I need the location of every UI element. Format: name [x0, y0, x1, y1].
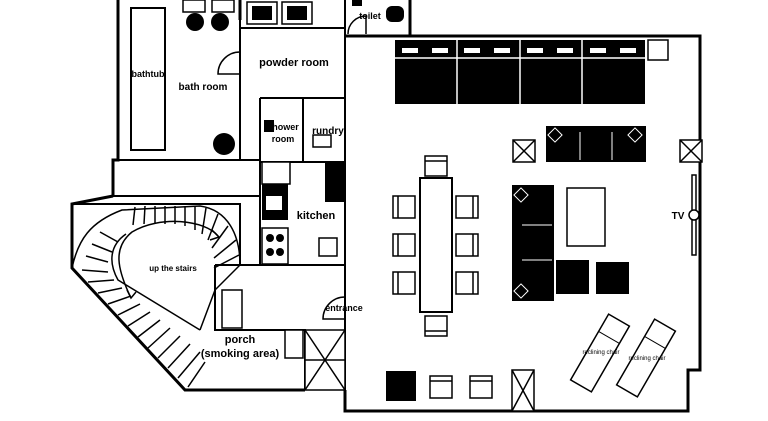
label-entrance: entrance	[325, 303, 363, 313]
door-swing-icon	[217, 51, 241, 75]
toilet-tank	[352, 0, 362, 6]
reclining-chair	[569, 313, 631, 393]
crate-icon	[511, 369, 535, 412]
label-porch: porch	[225, 334, 256, 346]
label-reclining-chair-2: reclining chair	[628, 356, 665, 362]
porch	[284, 296, 346, 391]
toilet-room	[347, 0, 404, 35]
bathtub	[130, 7, 166, 151]
dining-table	[419, 177, 453, 313]
door-swing-icon	[322, 296, 346, 320]
coffee-table	[566, 187, 606, 247]
tv	[688, 174, 700, 256]
ottoman	[596, 262, 629, 294]
stove	[261, 227, 289, 265]
crate-icon	[284, 329, 304, 359]
label-kitchen: kitchen	[297, 210, 336, 222]
dining-chairs	[392, 155, 493, 399]
bath-room	[130, 0, 241, 155]
sofa-icon	[546, 126, 646, 162]
label-shower-room-2: room	[272, 134, 295, 144]
storage-cabinets	[395, 40, 645, 104]
stairs	[71, 205, 241, 388]
label-powder-room: powder room	[259, 57, 329, 69]
label-shower-room-1: shower	[267, 122, 299, 132]
kitchen	[261, 161, 345, 265]
shower-laundry	[264, 120, 332, 148]
door-swing-icon	[347, 15, 367, 35]
crate-icon	[304, 329, 346, 391]
label-bathtub: bathtub	[132, 69, 165, 79]
stair-treads	[81, 205, 240, 388]
label-smoking-area: (smoking area)	[201, 348, 280, 360]
room-labels: bathtub bath room toilet powder room sho…	[132, 11, 685, 362]
sofa-icon	[512, 185, 554, 301]
stool-icon	[186, 13, 204, 31]
stool-icon	[213, 133, 235, 155]
label-tv: TV	[672, 211, 685, 222]
sink-icon	[252, 6, 272, 20]
crate-icon	[679, 139, 703, 163]
label-reclining-chair-1: reclining chair	[582, 350, 619, 356]
label-laundry: rundry	[312, 126, 344, 137]
toilet-bowl	[386, 6, 404, 22]
sink-icon	[287, 6, 307, 20]
label-toilet: toilet	[359, 11, 381, 21]
reclining-chair	[615, 318, 677, 398]
label-up-the-stairs: up the stairs	[149, 264, 197, 273]
side-cabinet	[386, 371, 416, 401]
crate-icon	[512, 139, 536, 163]
label-bath-room: bath room	[179, 82, 228, 93]
powder-room	[246, 1, 313, 25]
stairs-direction-arrow	[118, 220, 219, 297]
stool-icon	[211, 13, 229, 31]
porch-bench	[221, 289, 243, 329]
fridge	[325, 162, 345, 202]
ottoman	[556, 260, 589, 294]
